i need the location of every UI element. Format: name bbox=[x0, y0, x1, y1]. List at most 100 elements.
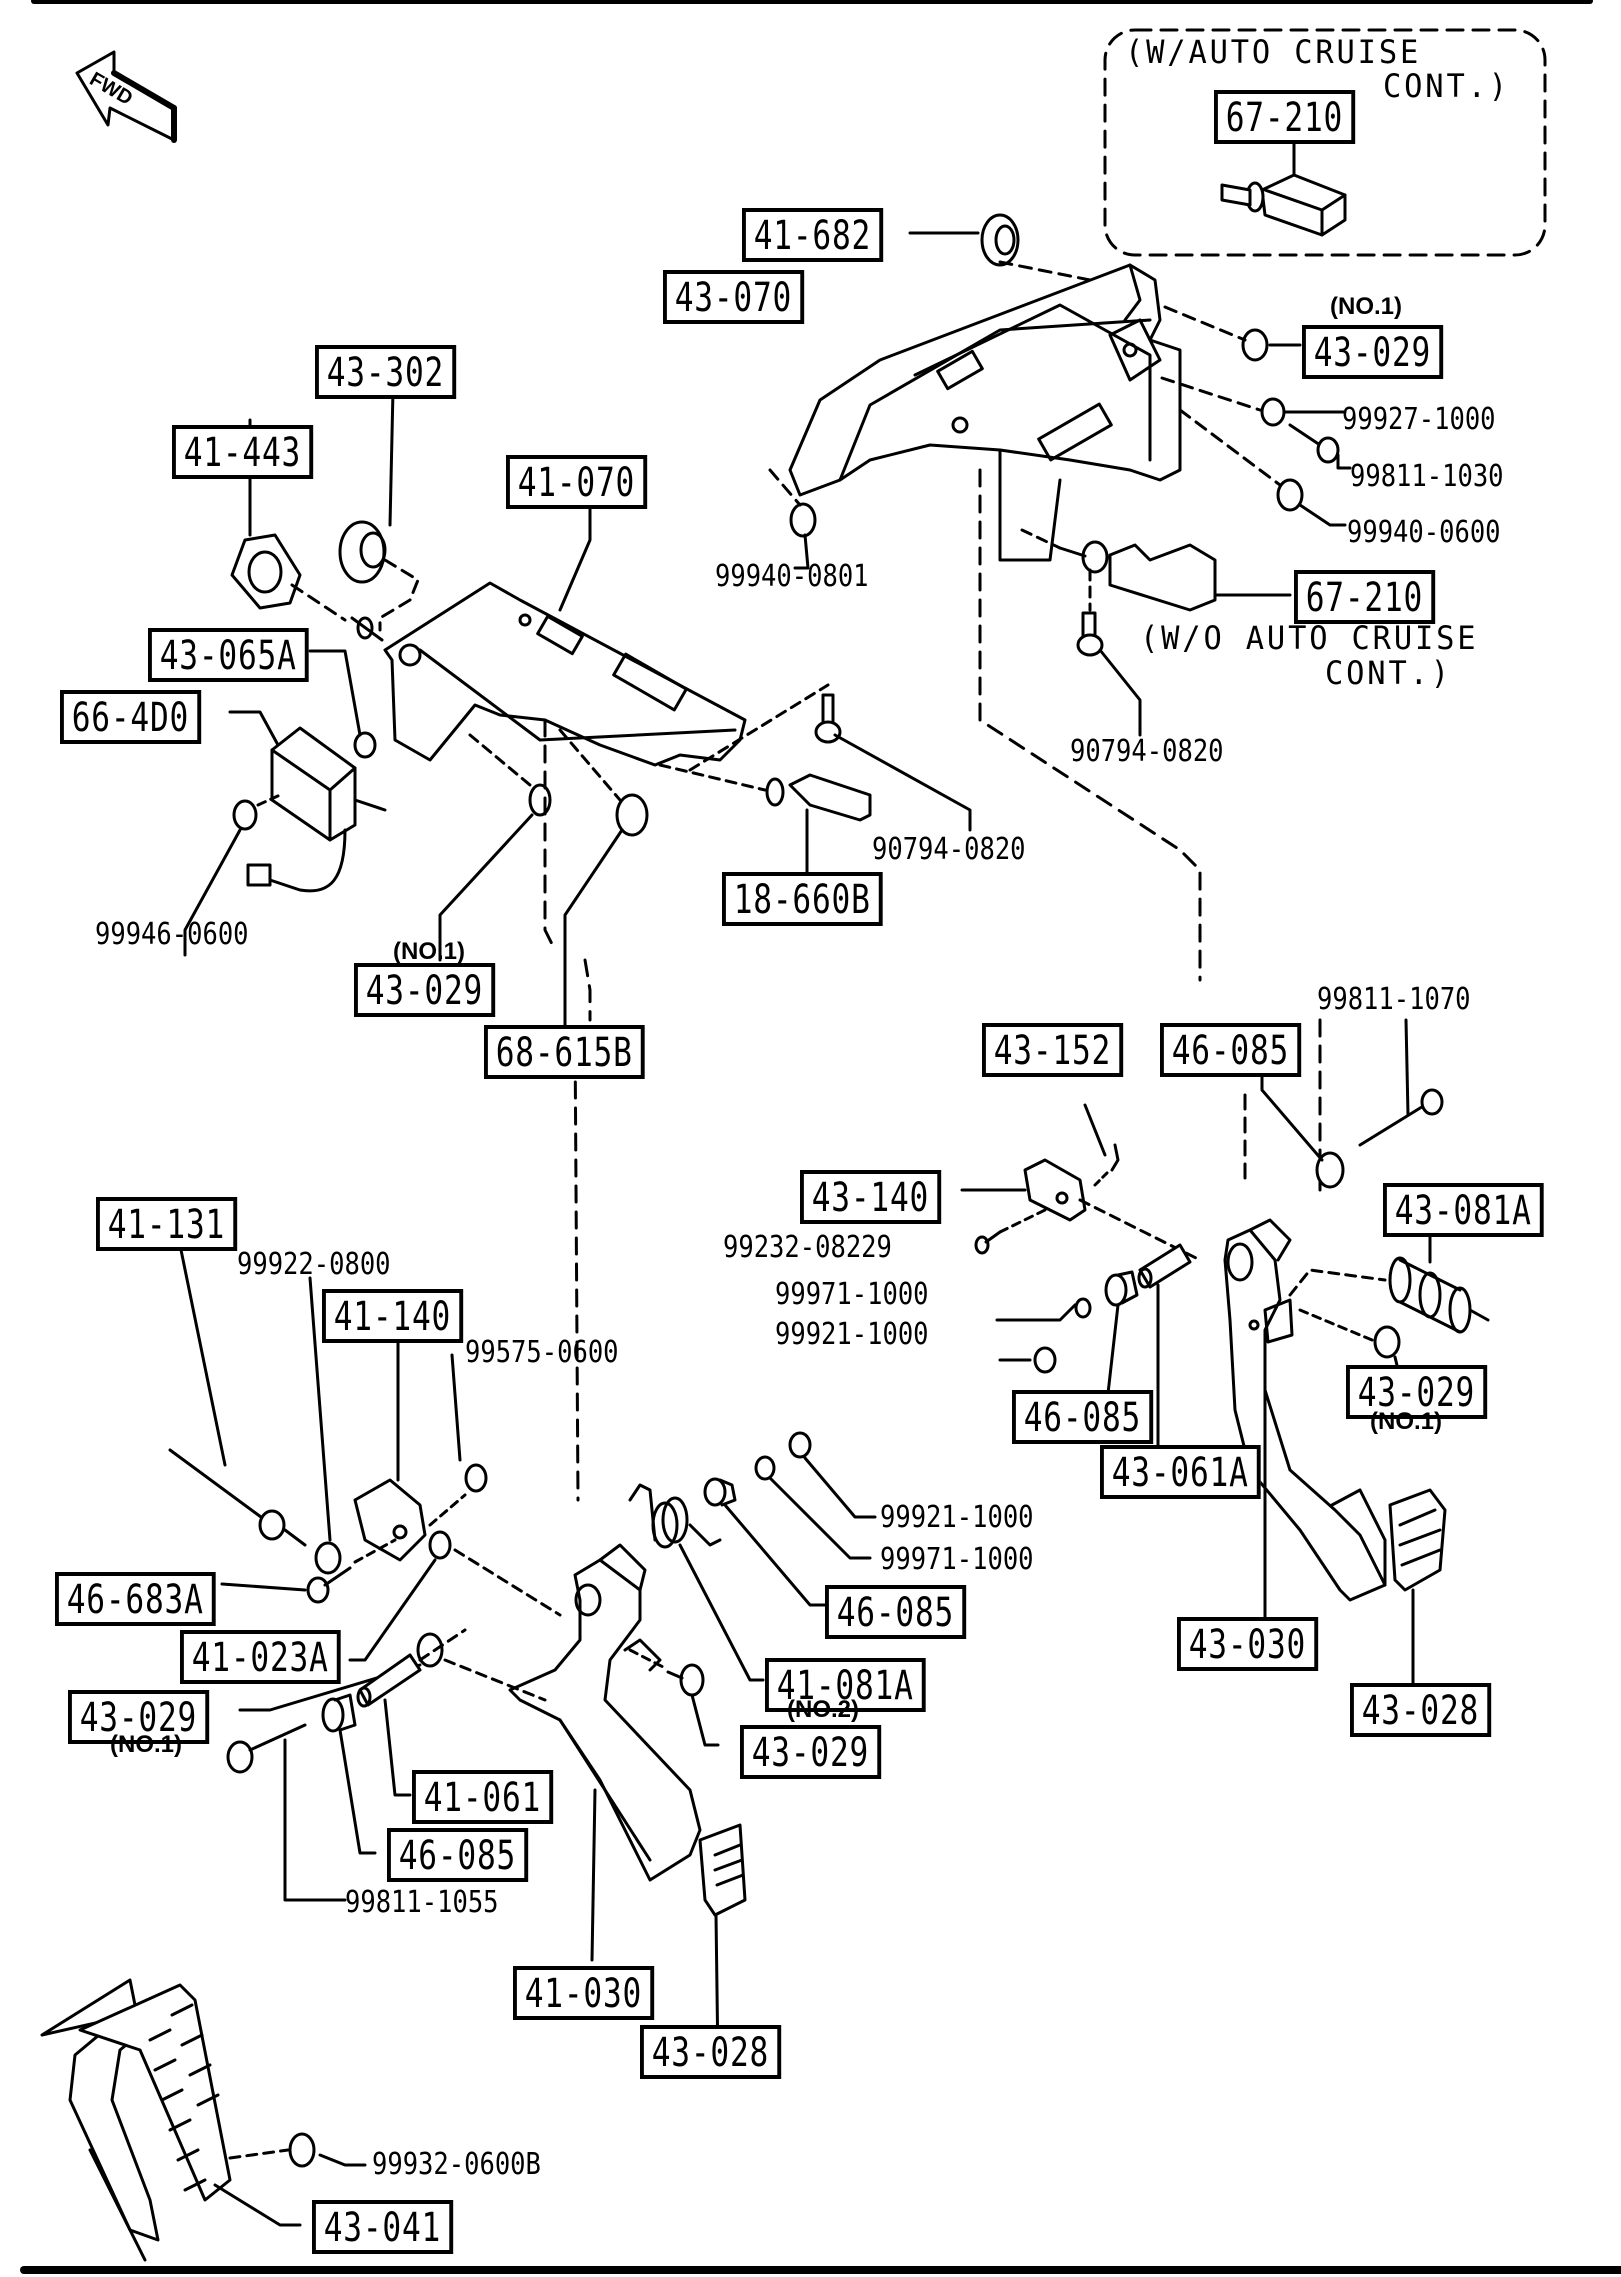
part-callout-46-085-right[interactable]: 46-085 bbox=[1012, 1390, 1153, 1444]
part-callout-43-029-no1-right[interactable]: 43-029 bbox=[1346, 1365, 1487, 1419]
clevis-41-140-drawing bbox=[353, 1478, 427, 1562]
nut-99927-1000-drawing bbox=[1260, 397, 1286, 427]
part-number-99971-1000-center[interactable]: 99971-1000 bbox=[880, 1542, 1034, 1577]
part-callout-43-029-no1-left[interactable]: 43-029 bbox=[68, 1690, 209, 1744]
with-auto-cruise-caption: (W/AUTO CRUISE bbox=[1125, 33, 1422, 71]
part-callout-41-023a[interactable]: 41-023A bbox=[180, 1630, 341, 1684]
stopper-68-615b-drawing bbox=[615, 793, 649, 837]
part-callout-43-081a[interactable]: 43-081A bbox=[1383, 1183, 1544, 1237]
return-spring-41-081a-drawing bbox=[628, 1483, 722, 1549]
part-callout-41-140[interactable]: 41-140 bbox=[322, 1289, 463, 1343]
part-callout-43-140[interactable]: 43-140 bbox=[800, 1170, 941, 1224]
part-number-99932-0600b[interactable]: 99932-0600B bbox=[372, 2147, 541, 2182]
part-callout-43-302[interactable]: 43-302 bbox=[315, 345, 456, 399]
part-callout-46-085-top[interactable]: 46-085 bbox=[1160, 1023, 1301, 1077]
part-number-99232-08229[interactable]: 99232-08229 bbox=[723, 1230, 892, 1265]
part-callout-43-029-no1-upper-left[interactable]: 43-029 bbox=[354, 963, 495, 1017]
part-callout-68-615b[interactable]: 68-615B bbox=[484, 1025, 645, 1079]
part-callout-43-065a[interactable]: 43-065A bbox=[148, 628, 309, 682]
return-spring-43-081a-drawing bbox=[1388, 1256, 1490, 1334]
part-number-99940-0600[interactable]: 99940-0600 bbox=[1347, 515, 1501, 550]
part-number-90794-0820-center[interactable]: 90794-0820 bbox=[872, 832, 1026, 867]
part-number-99811-1055[interactable]: 99811-1055 bbox=[345, 1885, 499, 1920]
part-callout-67-210-with-cruise[interactable]: 67-210 bbox=[1214, 90, 1355, 144]
nut-99921-1000-a-drawing bbox=[1033, 1346, 1057, 1374]
quantity-note-no1-top: (NO.1) bbox=[1330, 293, 1402, 320]
part-callout-43-061a[interactable]: 43-061A bbox=[1100, 1445, 1261, 1499]
accelerator-pedal-43-041-drawing bbox=[40, 1978, 232, 2262]
quantity-note-no1-upper-left: (NO.1) bbox=[393, 938, 465, 965]
part-number-99921-1000-center[interactable]: 99921-1000 bbox=[880, 1500, 1034, 1535]
part-number-90794-0820-right[interactable]: 90794-0820 bbox=[1070, 734, 1224, 769]
bolt-99811-1030-drawing bbox=[1288, 423, 1352, 470]
nut-99940-0600-drawing bbox=[1276, 478, 1304, 512]
brake-pedal-43-030-drawing bbox=[1223, 1218, 1387, 1602]
part-callout-41-443[interactable]: 41-443 bbox=[172, 425, 313, 479]
screw-90794-0820-a-drawing bbox=[1076, 611, 1104, 657]
part-callout-46-085-center[interactable]: 46-085 bbox=[825, 1585, 966, 1639]
plug-43-302-drawing bbox=[338, 520, 387, 584]
part-number-99946-0600[interactable]: 99946-0600 bbox=[95, 917, 249, 952]
part-callout-43-041[interactable]: 43-041 bbox=[312, 2200, 453, 2254]
cruise-switch-drawing bbox=[1220, 133, 1347, 237]
part-callout-18-660b[interactable]: 18-660B bbox=[722, 872, 883, 926]
quantity-note-no1-right: (NO.1) bbox=[1370, 1408, 1442, 1435]
part-callout-43-028-right[interactable]: 43-028 bbox=[1350, 1683, 1491, 1737]
part-number-99575-0600[interactable]: 99575-0600 bbox=[465, 1335, 619, 1370]
pedal-pad-43-028-b-drawing bbox=[698, 1823, 747, 1917]
part-number-99811-1070[interactable]: 99811-1070 bbox=[1317, 982, 1471, 1017]
part-callout-41-030[interactable]: 41-030 bbox=[513, 1966, 654, 2020]
part-callout-46-085-lower[interactable]: 46-085 bbox=[387, 1828, 528, 1882]
part-callout-41-081a[interactable]: 41-081A bbox=[765, 1658, 926, 1712]
nut-99940-0801-drawing bbox=[789, 502, 817, 538]
clip-99575-0600-drawing bbox=[464, 1463, 488, 1493]
part-number-99811-1030[interactable]: 99811-1030 bbox=[1350, 459, 1504, 494]
brake-switch-drawing bbox=[1058, 540, 1292, 612]
bushing-41-682-drawing bbox=[980, 213, 1020, 267]
part-number-99927-1000[interactable]: 99927-1000 bbox=[1342, 402, 1496, 437]
bolt-99811-1055-drawing bbox=[226, 1723, 307, 1774]
part-callout-66-4d0[interactable]: 66-4D0 bbox=[60, 690, 201, 744]
clip-43-029-e-drawing bbox=[1373, 1325, 1401, 1359]
part-callout-41-070[interactable]: 41-070 bbox=[506, 455, 647, 509]
part-callout-41-682[interactable]: 41-682 bbox=[742, 208, 883, 262]
part-callout-41-061[interactable]: 41-061 bbox=[412, 1770, 553, 1824]
quantity-note-no1-left: (NO.1) bbox=[110, 1731, 182, 1758]
part-callout-67-210-without-cruise[interactable]: 67-210 bbox=[1294, 570, 1435, 624]
pin-46-683a-drawing bbox=[306, 1566, 352, 1604]
washer-99971-1000-a-drawing bbox=[1074, 1297, 1092, 1319]
part-number-99922-0800[interactable]: 99922-0800 bbox=[237, 1247, 391, 1282]
without-auto-cruise-caption-cont: CONT.) bbox=[1325, 654, 1452, 692]
part-number-99940-0801[interactable]: 99940-0801 bbox=[715, 559, 869, 594]
part-number-99921-1000-right[interactable]: 99921-1000 bbox=[775, 1317, 929, 1352]
clevis-43-140-drawing bbox=[1023, 1158, 1087, 1222]
rod-41-131-drawing bbox=[168, 1448, 307, 1547]
part-callout-43-029-no1-top[interactable]: 43-029 bbox=[1302, 325, 1443, 379]
part-callout-43-152[interactable]: 43-152 bbox=[982, 1023, 1123, 1077]
nut-99946-0600-drawing bbox=[232, 799, 258, 831]
stud-drawing bbox=[350, 616, 384, 642]
bushing-41-023a-drawing bbox=[428, 1530, 452, 1560]
quantity-note-no2: (NO.2) bbox=[787, 1696, 859, 1723]
bolt-99811-1070-drawing bbox=[1358, 1088, 1444, 1147]
clutch-switch-18-660b-drawing bbox=[765, 773, 872, 822]
part-callout-43-028-lower[interactable]: 43-028 bbox=[640, 2025, 781, 2079]
part-callout-43-030[interactable]: 43-030 bbox=[1177, 1617, 1318, 1671]
without-auto-cruise-caption: (W/O AUTO CRUISE bbox=[1140, 619, 1479, 657]
part-callout-46-683a[interactable]: 46-683A bbox=[55, 1572, 216, 1626]
nut-99932-0600b-drawing bbox=[288, 2132, 316, 2168]
part-number-99971-1000-right[interactable]: 99971-1000 bbox=[775, 1277, 929, 1312]
part-callout-43-029-no2[interactable]: 43-029 bbox=[740, 1725, 881, 1779]
with-auto-cruise-caption-cont: CONT.) bbox=[1383, 67, 1510, 105]
bushing-46-085-d-drawing bbox=[321, 1693, 357, 1733]
brake-pedal-bracket-drawing bbox=[788, 263, 1182, 562]
part-callout-41-131[interactable]: 41-131 bbox=[96, 1197, 237, 1251]
washer-99971-1000-b-drawing bbox=[754, 1455, 776, 1481]
clip-43-029-d-drawing bbox=[666, 1663, 705, 1697]
auto-cruise-variant-box bbox=[1103, 28, 1547, 257]
nut-99922-0800-drawing bbox=[314, 1541, 342, 1575]
forward-arrow-icon bbox=[75, 50, 177, 143]
clip-43-029-c-drawing bbox=[416, 1632, 444, 1668]
part-callout-43-070[interactable]: 43-070 bbox=[663, 270, 804, 324]
